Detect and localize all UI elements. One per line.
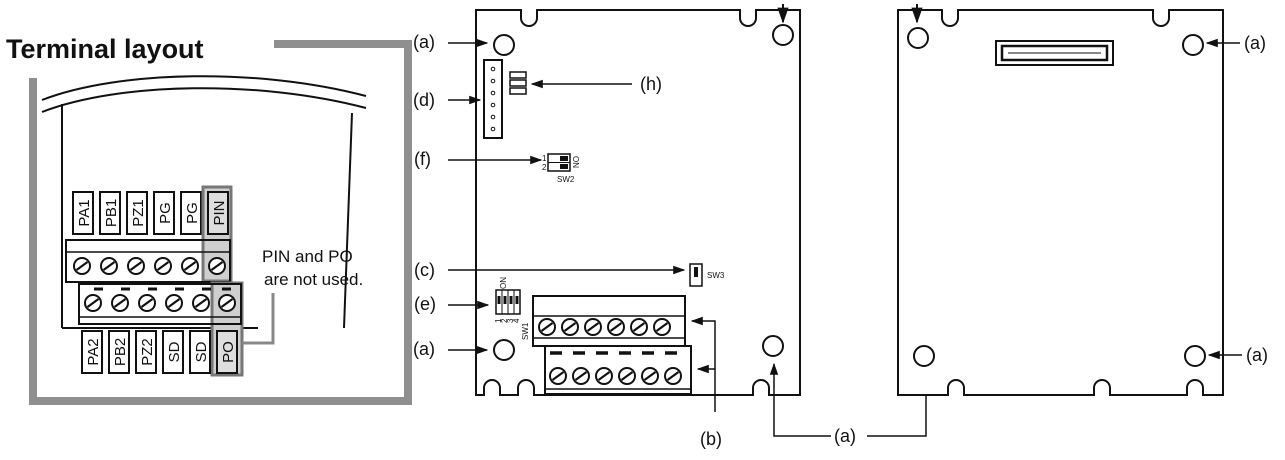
unused-note-line1: PIN and PO: [262, 247, 353, 266]
sw3-label: SW3: [707, 271, 725, 280]
terminal-label: PB1: [103, 199, 120, 227]
callout-b: (b): [700, 429, 722, 449]
sw1-label: SW1: [521, 322, 530, 340]
led-indicators: [509, 71, 527, 95]
callout-e: (e): [414, 294, 436, 314]
rear-connector: [995, 40, 1114, 66]
terminal-label: PG: [184, 202, 201, 224]
mounting-hole: [772, 24, 794, 46]
upper-terminal-block: [65, 239, 231, 283]
mounting-hole: [1182, 34, 1204, 56]
board-upper-terminal-block: [532, 295, 686, 347]
sw2-dip-switch: 1 2 ON SW2: [542, 153, 580, 184]
pin-connector: [483, 59, 503, 139]
terminal-layout-inset: Terminal layout PA1 PB1 PZ1 PG PG PIN: [6, 34, 412, 405]
terminal-label: PO: [220, 341, 237, 363]
mounting-hole: [907, 27, 929, 49]
mounting-hole: [762, 335, 784, 357]
mounting-hole: [493, 339, 515, 361]
callout-h: (h): [640, 74, 662, 94]
unused-note-line2: are not used.: [264, 270, 363, 289]
sw3-switch: SW3: [689, 263, 725, 287]
lower-terminal-labels: PA2 PB2 PZ2 SD SD PO: [81, 330, 238, 374]
terminal-label: PG: [157, 202, 174, 224]
callout-d: (d): [413, 90, 435, 110]
callout-a-shared: (a): [834, 426, 856, 446]
sw1-num: 4: [512, 318, 521, 323]
terminal-label: PB2: [112, 338, 129, 366]
sw2-num: 2: [542, 163, 547, 172]
rear-board-outline: [897, 9, 1224, 396]
upper-terminal-labels: PA1 PB1 PZ1 PG PG PIN: [72, 185, 233, 283]
mounting-hole: [1184, 345, 1206, 367]
terminal-label: PA2: [85, 338, 102, 365]
inset-frame: [29, 40, 412, 405]
sw1-num: 1: [494, 318, 503, 323]
callout-a: (a): [1244, 33, 1266, 53]
terminal-label: SD: [193, 341, 210, 362]
front-callouts: (a) (d) (h) (f) (c) (e) (a) (b) (a): [413, 32, 931, 449]
callout-a: (a): [1246, 345, 1268, 365]
callout-a: (a): [413, 339, 435, 359]
board-front-view: 1 2 ON SW2 SW3 ON 1 2 3 4 SW1: [413, 4, 931, 449]
terminal-label: PZ1: [130, 199, 147, 227]
callout-a: (a): [413, 32, 435, 52]
mounting-hole: [913, 345, 935, 367]
sw2-label: SW2: [557, 175, 575, 184]
mounting-hole: [493, 34, 515, 56]
terminal-label: PIN: [211, 200, 228, 225]
sw2-on-label: ON: [571, 156, 580, 168]
sw1-num: 2: [500, 318, 509, 323]
terminal-label: SD: [166, 341, 183, 362]
terminal-label: PA1: [76, 199, 93, 226]
rear-callouts: (a) (a): [1205, 33, 1268, 365]
inset-title: Terminal layout: [6, 34, 204, 64]
board-rear-view: (a) (a): [897, 4, 1268, 396]
sw1-on-label: ON: [499, 277, 508, 289]
board-lower-terminal-block: [544, 345, 692, 395]
sw1-dip-switch: ON 1 2 3 4 SW1: [494, 277, 530, 340]
callout-c: (c): [414, 260, 435, 280]
terminal-label: PZ2: [139, 338, 156, 366]
sw1-num: 3: [506, 318, 515, 323]
callout-f: (f): [414, 149, 431, 169]
sw2-num: 1: [542, 154, 547, 163]
